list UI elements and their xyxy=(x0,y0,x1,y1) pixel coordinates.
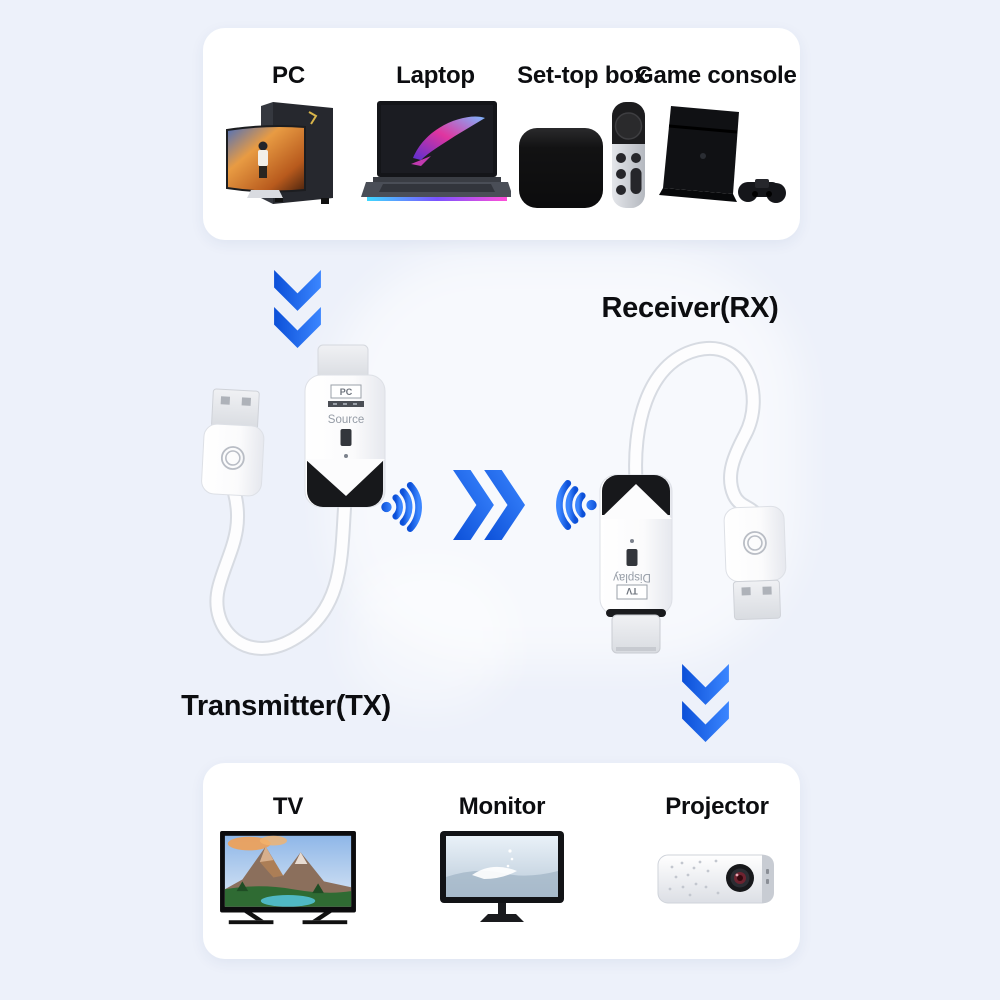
gameconsole-illustration xyxy=(658,106,786,203)
background-glow-small xyxy=(345,560,515,710)
rx-port-caption: Display xyxy=(613,571,651,583)
arrow-right-icon xyxy=(453,469,526,541)
rx-port-tag: TV xyxy=(626,586,638,596)
laptop-label: Laptop xyxy=(396,62,475,89)
background-glow xyxy=(330,252,800,664)
rx-usb-plug xyxy=(723,505,787,621)
tx-port-tag: PC xyxy=(340,387,353,397)
source-item-laptop: Laptop xyxy=(358,62,513,210)
transmitter-label: Transmitter(TX) xyxy=(181,690,391,722)
down-arrows-icon-2 xyxy=(682,663,729,742)
display-item-projector: Projector xyxy=(642,793,792,919)
projector-illustration xyxy=(657,854,774,904)
settopbox-label: Set-top box xyxy=(517,62,647,89)
display-devices-card: TV xyxy=(203,763,800,959)
projector-label: Projector xyxy=(665,793,769,820)
laptop-illustration xyxy=(360,101,511,201)
tv-illustration xyxy=(220,830,356,925)
monitor-label: Monitor xyxy=(458,793,546,820)
pc-illustration xyxy=(226,102,333,204)
source-devices-card: PC Laptop xyxy=(203,28,800,240)
tx-usb-plug xyxy=(201,388,265,497)
receiver-label: Receiver(RX) xyxy=(601,292,779,324)
tx-dongle: PC Source xyxy=(304,344,386,508)
gameconsole-label: Game console xyxy=(635,62,797,89)
display-item-tv: TV xyxy=(208,793,368,929)
display-item-monitor: Monitor xyxy=(427,793,577,927)
source-item-pc: PC xyxy=(221,62,356,210)
transmitter-device: PC Source xyxy=(201,344,386,656)
source-item-gameconsole: Game console xyxy=(635,62,797,210)
pc-label: PC xyxy=(272,62,305,89)
monitor-illustration xyxy=(440,831,564,922)
wifi-signal-out-icon xyxy=(381,481,422,533)
rx-dongle: Display TV xyxy=(599,474,673,654)
down-arrows-icon xyxy=(274,269,321,348)
source-item-settopbox: Set-top box xyxy=(498,62,666,210)
wifi-signal-in-icon xyxy=(556,479,597,531)
tv-label: TV xyxy=(272,793,304,820)
settopbox-illustration xyxy=(519,102,645,208)
tx-port-caption: Source xyxy=(328,414,364,426)
receiver-device: Display TV xyxy=(599,340,787,654)
